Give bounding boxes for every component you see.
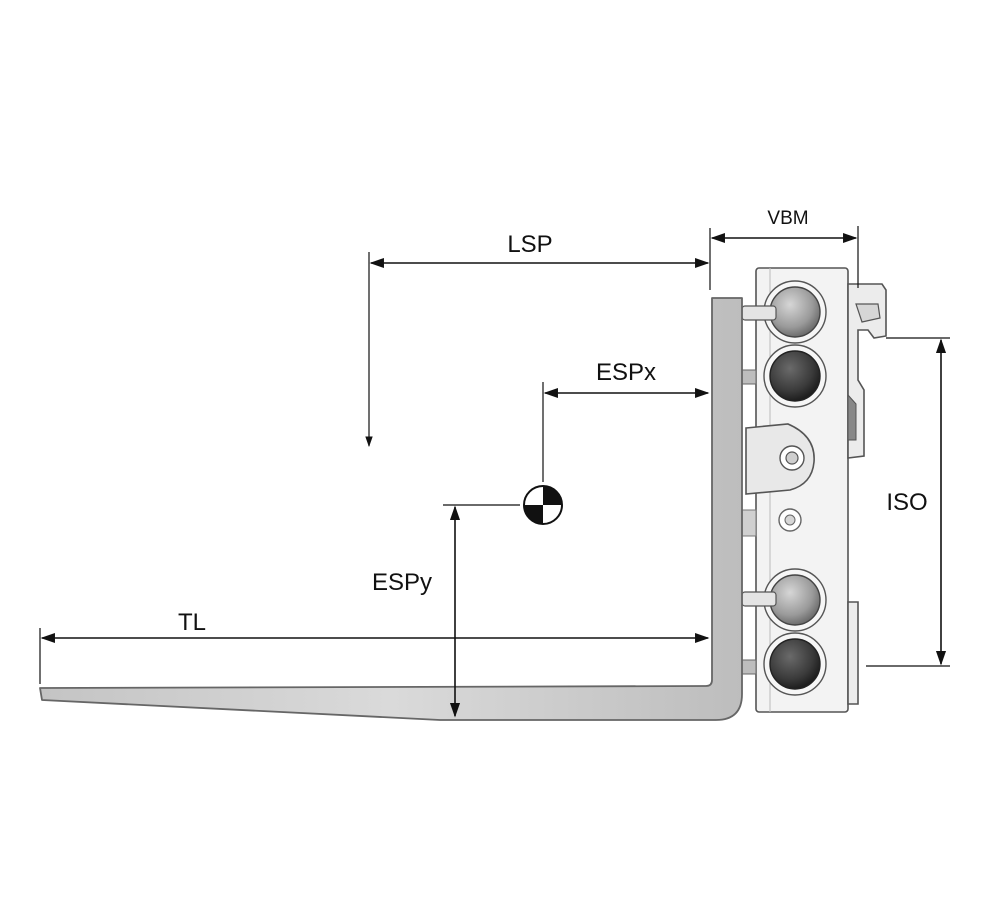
lower-roller-light (763, 568, 827, 632)
bolt (778, 508, 802, 532)
center-pivot-bracket (745, 423, 815, 495)
fork-hooks (741, 305, 777, 675)
vbm-dimension: VBM (710, 208, 859, 288)
tl-label: TL (178, 609, 206, 636)
iso-dimension: ISO (866, 337, 950, 667)
lower-roller-dark (763, 632, 827, 696)
espy-dimension: ESPy (372, 504, 520, 718)
vbm-label: VBM (767, 208, 808, 229)
lsp-label: LSP (507, 231, 552, 258)
iso-label: ISO (886, 489, 927, 516)
espx-dimension: ESPx (542, 359, 710, 482)
espy-label: ESPy (372, 569, 432, 596)
lsp-dimension: LSP (365, 228, 711, 448)
tl-dimension: TL (39, 609, 710, 684)
center-of-gravity-icon (523, 485, 563, 525)
fork-shank-and-blade (39, 297, 743, 721)
espx-label: ESPx (596, 359, 656, 386)
upper-roller-light (763, 280, 827, 344)
upper-roller-dark (763, 344, 827, 408)
